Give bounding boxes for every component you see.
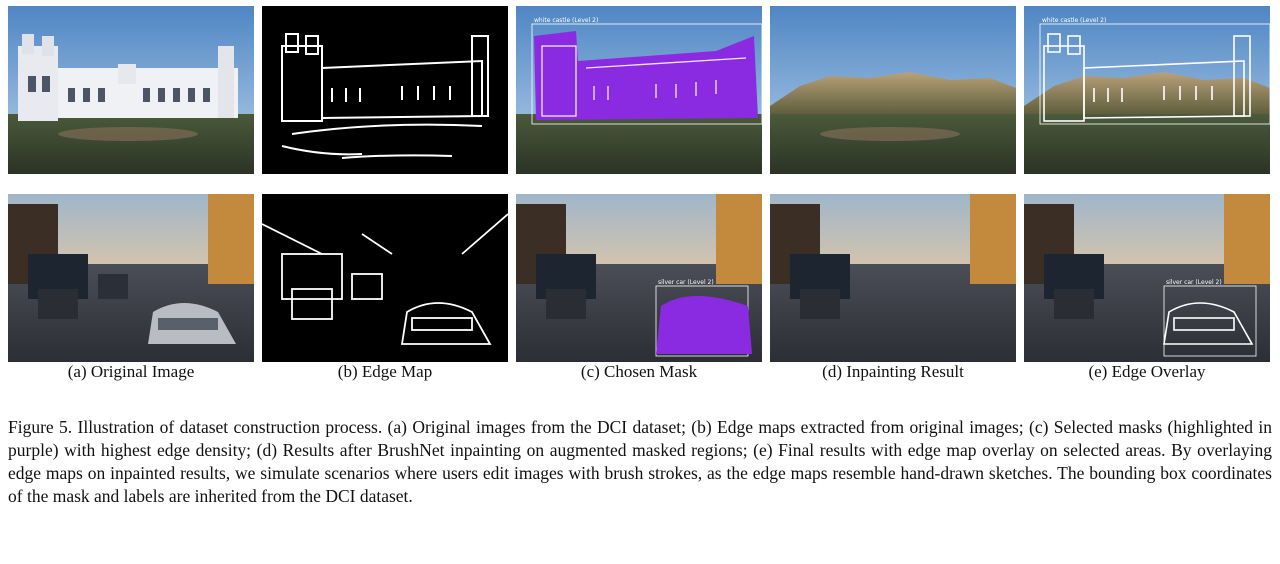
figure-caption: Figure 5. Illustration of dataset constr… [8,417,1272,506]
caption-chosen-mask: (c) Chosen Mask [580,362,698,381]
row-castle: white castle (Level 2) [8,6,1272,174]
car-mask-label: silver car (Level 2) [658,279,714,286]
caption-edge-map: (b) Edge Map [337,362,433,381]
caption-edge-overlay: (e) Edge Overlay [1088,362,1206,381]
castle-inpainting-result [770,6,1016,174]
street-inpainting-result [770,194,1016,362]
castle-mask-label: white castle (Level 2) [534,17,598,24]
street-chosen-mask: silver car (Level 2) [516,194,762,362]
castle-chosen-mask: white castle (Level 2) [516,6,762,174]
castle-edge-map [262,6,508,174]
castle-original-image [8,6,254,174]
street-original-image [8,194,254,362]
car-overlay-label: silver car (Level 2) [1166,279,1222,286]
caption-inpainting-result: (d) Inpainting Result [822,362,964,381]
castle-edge-overlay: white castle (Level 2) [1024,6,1270,174]
caption-original-image: (a) Original Image [67,362,195,381]
castle-overlay-label: white castle (Level 2) [1042,17,1106,24]
row-street: silver car (Level 2) [8,194,1272,362]
street-edge-overlay: silver car (Level 2) [1024,194,1270,362]
street-edge-map [262,194,508,362]
